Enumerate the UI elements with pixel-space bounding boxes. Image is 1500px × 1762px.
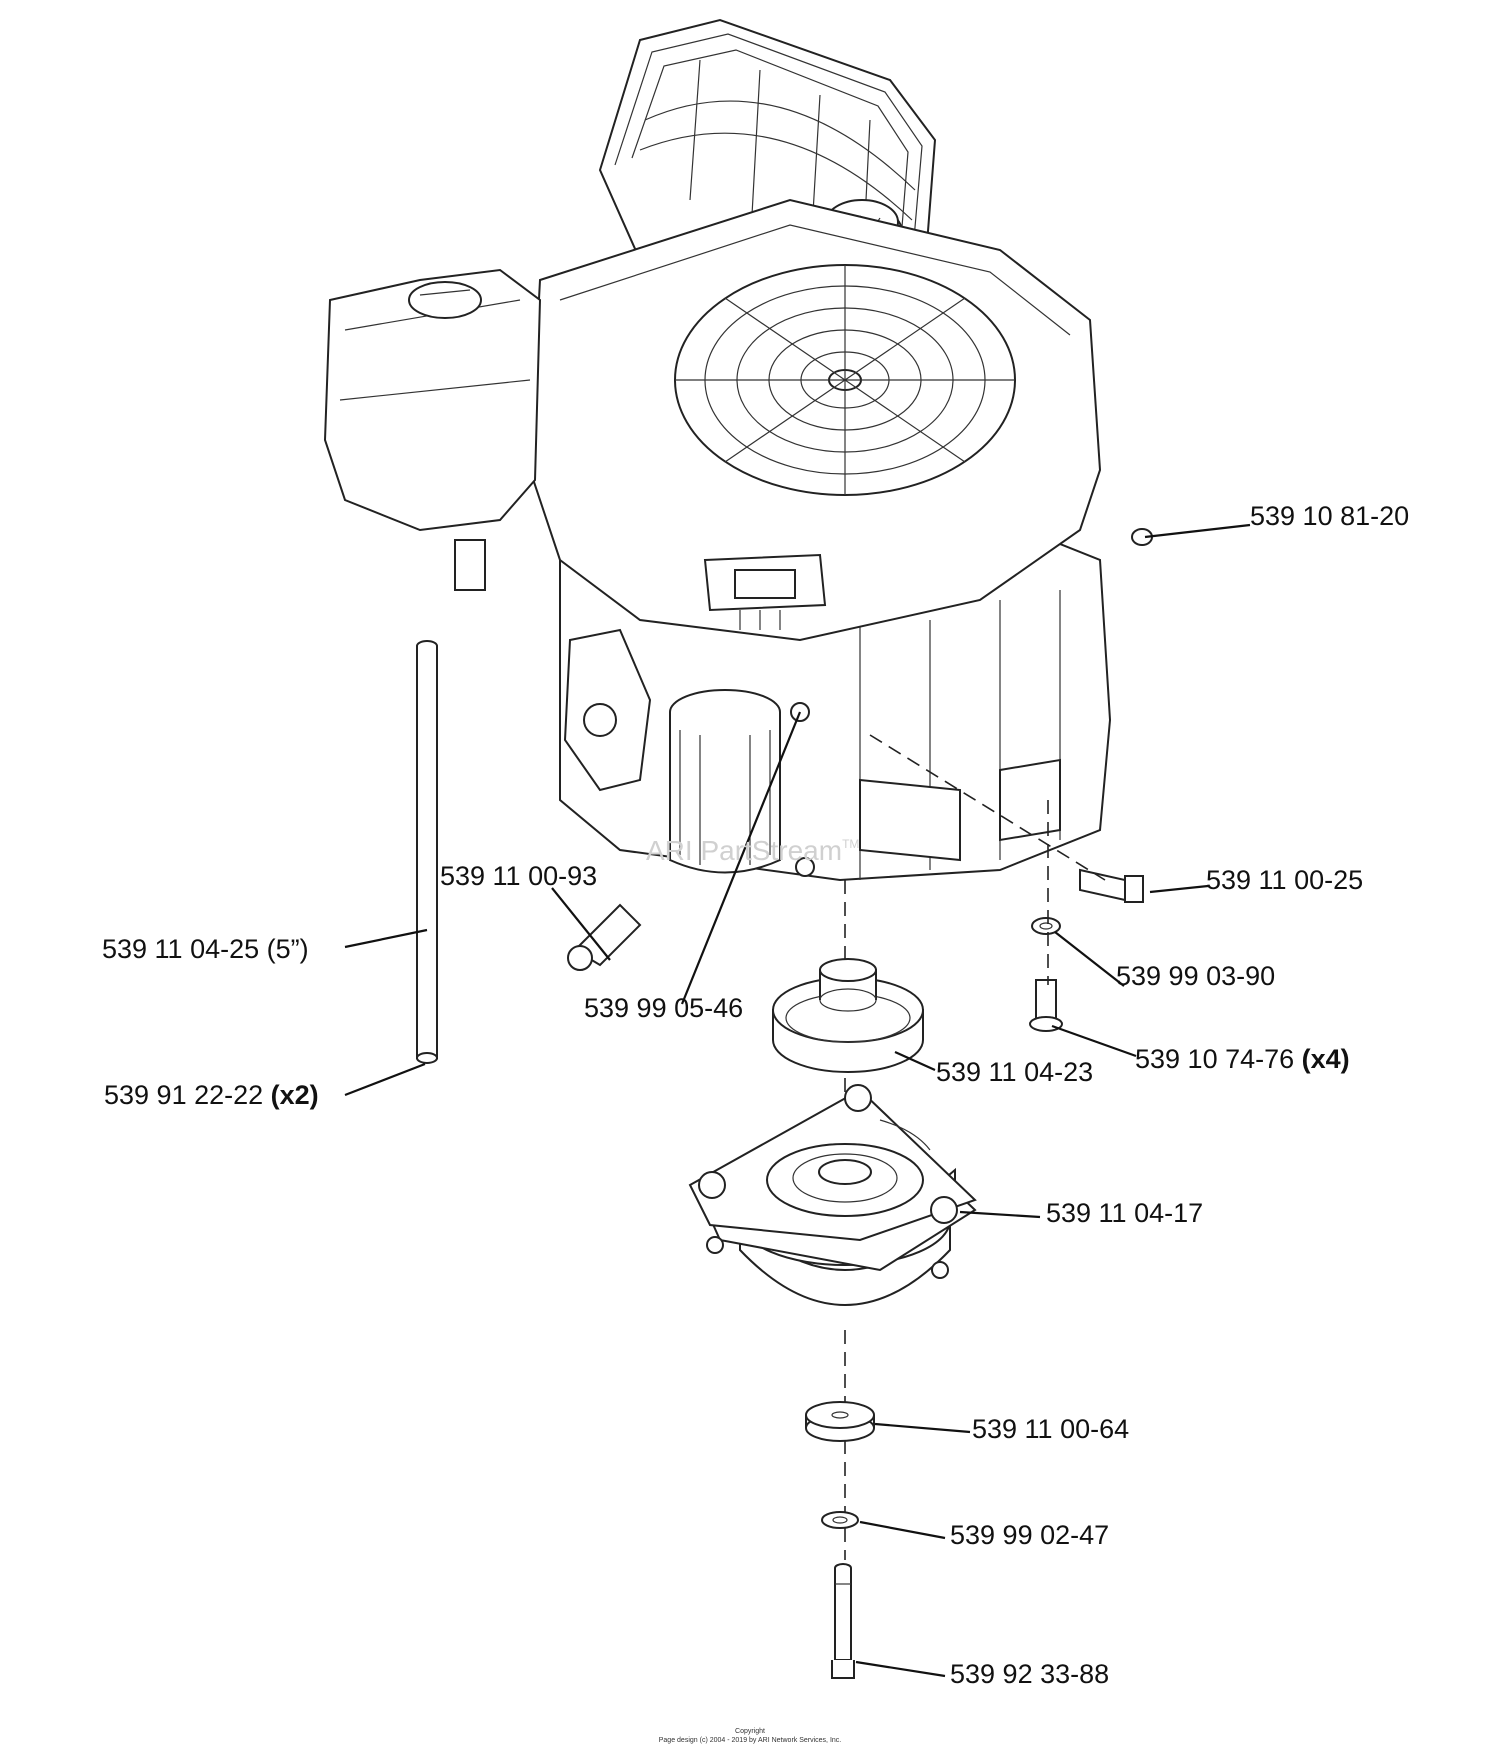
- fuel-cap-icon: [408, 281, 482, 319]
- callout-539-10-74-76: 539 10 74-76 (x4): [1135, 1044, 1350, 1074]
- footer-copyright: Copyright: [735, 1728, 765, 1735]
- mount-bolt-icon: [1079, 868, 1144, 903]
- pto-clutch: [688, 1084, 977, 1306]
- engine-assembly: [323, 18, 1153, 1032]
- leader-lines: [344, 523, 1251, 1678]
- callout-539-99-03-90: 539 99 03-90: [1116, 961, 1275, 991]
- center-bolt: [831, 1563, 855, 1679]
- rod: [416, 640, 438, 1064]
- callout-539-11-00-64: 539 11 00-64: [972, 1414, 1129, 1444]
- lock-washer-icon: [1031, 917, 1061, 935]
- callout-539-11-04-25: 539 11 04-25 (5”): [102, 934, 309, 964]
- callout-539-91-22-22: 539 91 22-22 (x2): [104, 1080, 319, 1110]
- callout-labels: 539 10 81-20 539 11 00-93 539 11 04-25 (…: [102, 501, 1409, 1689]
- footer-page-design: Page design (c) 2004 - 2019 by ARI Netwo…: [658, 1737, 842, 1744]
- callout-539-92-33-88: 539 92 33-88: [950, 1659, 1109, 1689]
- fuel-tank: [323, 268, 542, 532]
- pulley: [772, 958, 924, 1073]
- spacer: [805, 1401, 875, 1442]
- callout-539-11-00-25: 539 11 00-25: [1206, 865, 1363, 895]
- regulator: [703, 553, 827, 630]
- callout-539-11-04-23: 539 11 04-23: [936, 1057, 1093, 1087]
- flange-bolt-icon: [1029, 979, 1063, 1032]
- callout-539-10-81-20: 539 10 81-20: [1250, 501, 1409, 531]
- callout-539-11-04-17: 539 11 04-17: [1046, 1198, 1203, 1228]
- callout-539-99-02-47: 539 99 02-47: [950, 1520, 1109, 1550]
- callout-539-99-05-46: 539 99 05-46: [584, 993, 743, 1023]
- washer: [821, 1511, 859, 1529]
- callout-539-11-00-93: 539 11 00-93: [440, 861, 597, 891]
- flywheel-screen-icon: [674, 264, 1016, 496]
- watermark: ARI PartStreamTM: [646, 835, 859, 866]
- oil-pressure-switch-icon: [567, 903, 642, 971]
